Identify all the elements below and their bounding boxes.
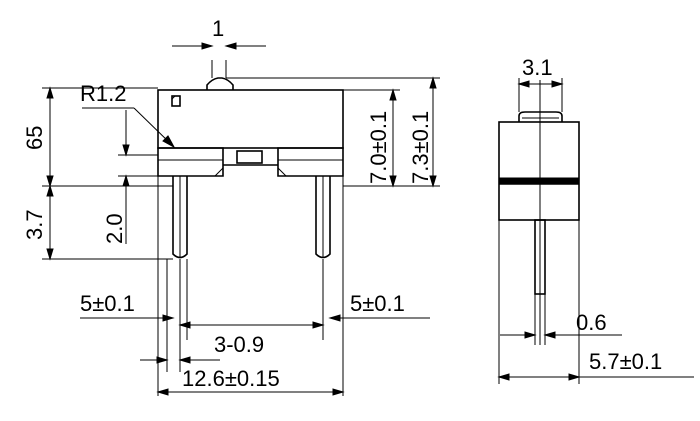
pin-right <box>315 176 331 259</box>
dim-pin-left-label: 5±0.1 <box>80 291 135 316</box>
dim-pin-thickness-label: 0.6 <box>576 310 607 335</box>
dim-total-width: 12.6±0.15 <box>156 366 345 396</box>
dim-height-outer-label: 7.3±0.1 <box>408 111 433 184</box>
pin-left <box>172 176 188 259</box>
dim-height-left: 65 <box>22 86 54 188</box>
dim-lever-width: 1 <box>172 16 266 50</box>
switch-body <box>157 89 344 177</box>
dim-pin-right-label: 5±0.1 <box>350 291 405 316</box>
dim-body-step-label: 2.0 <box>102 213 127 244</box>
dim-pitch: 3-0.9 <box>178 321 325 357</box>
dim-top-width-label: 3.1 <box>522 55 553 80</box>
dim-height-inner-label: 7.0±0.1 <box>366 111 391 184</box>
dim-total-depth: 5.7±0.1 <box>497 220 694 384</box>
dim-pin-right: 5±0.1 <box>328 291 430 322</box>
dim-radius-label: R1.2 <box>80 81 126 106</box>
dim-pin-length-label: 3.7 <box>22 209 47 240</box>
side-view: 3.1 0.6 5.7±0.1 <box>497 55 694 384</box>
dim-top-width: 3.1 <box>517 55 564 112</box>
dim-pitch-label: 3-0.9 <box>214 332 264 357</box>
dim-body-step: 2.0 <box>102 110 158 244</box>
dim-lever-width-label: 1 <box>212 16 224 41</box>
dim-total-depth-label: 5.7±0.1 <box>589 349 662 374</box>
dim-total-width-label: 12.6±0.15 <box>182 366 280 391</box>
dim-height-inner: 7.0±0.1 <box>366 88 397 188</box>
actuator-lever <box>206 60 440 90</box>
front-view: 1 R1.2 65 3.7 <box>22 16 440 396</box>
dim-height-left-label: 65 <box>22 126 47 150</box>
dim-height-outer: 7.3±0.1 <box>408 76 437 188</box>
dim-pin-offset <box>140 356 220 364</box>
dim-radius: R1.2 <box>80 81 176 149</box>
dim-pin-thickness: 0.6 <box>500 294 622 345</box>
dim-pin-left: 5±0.1 <box>80 291 175 322</box>
dim-pin-length: 3.7 <box>22 184 54 261</box>
